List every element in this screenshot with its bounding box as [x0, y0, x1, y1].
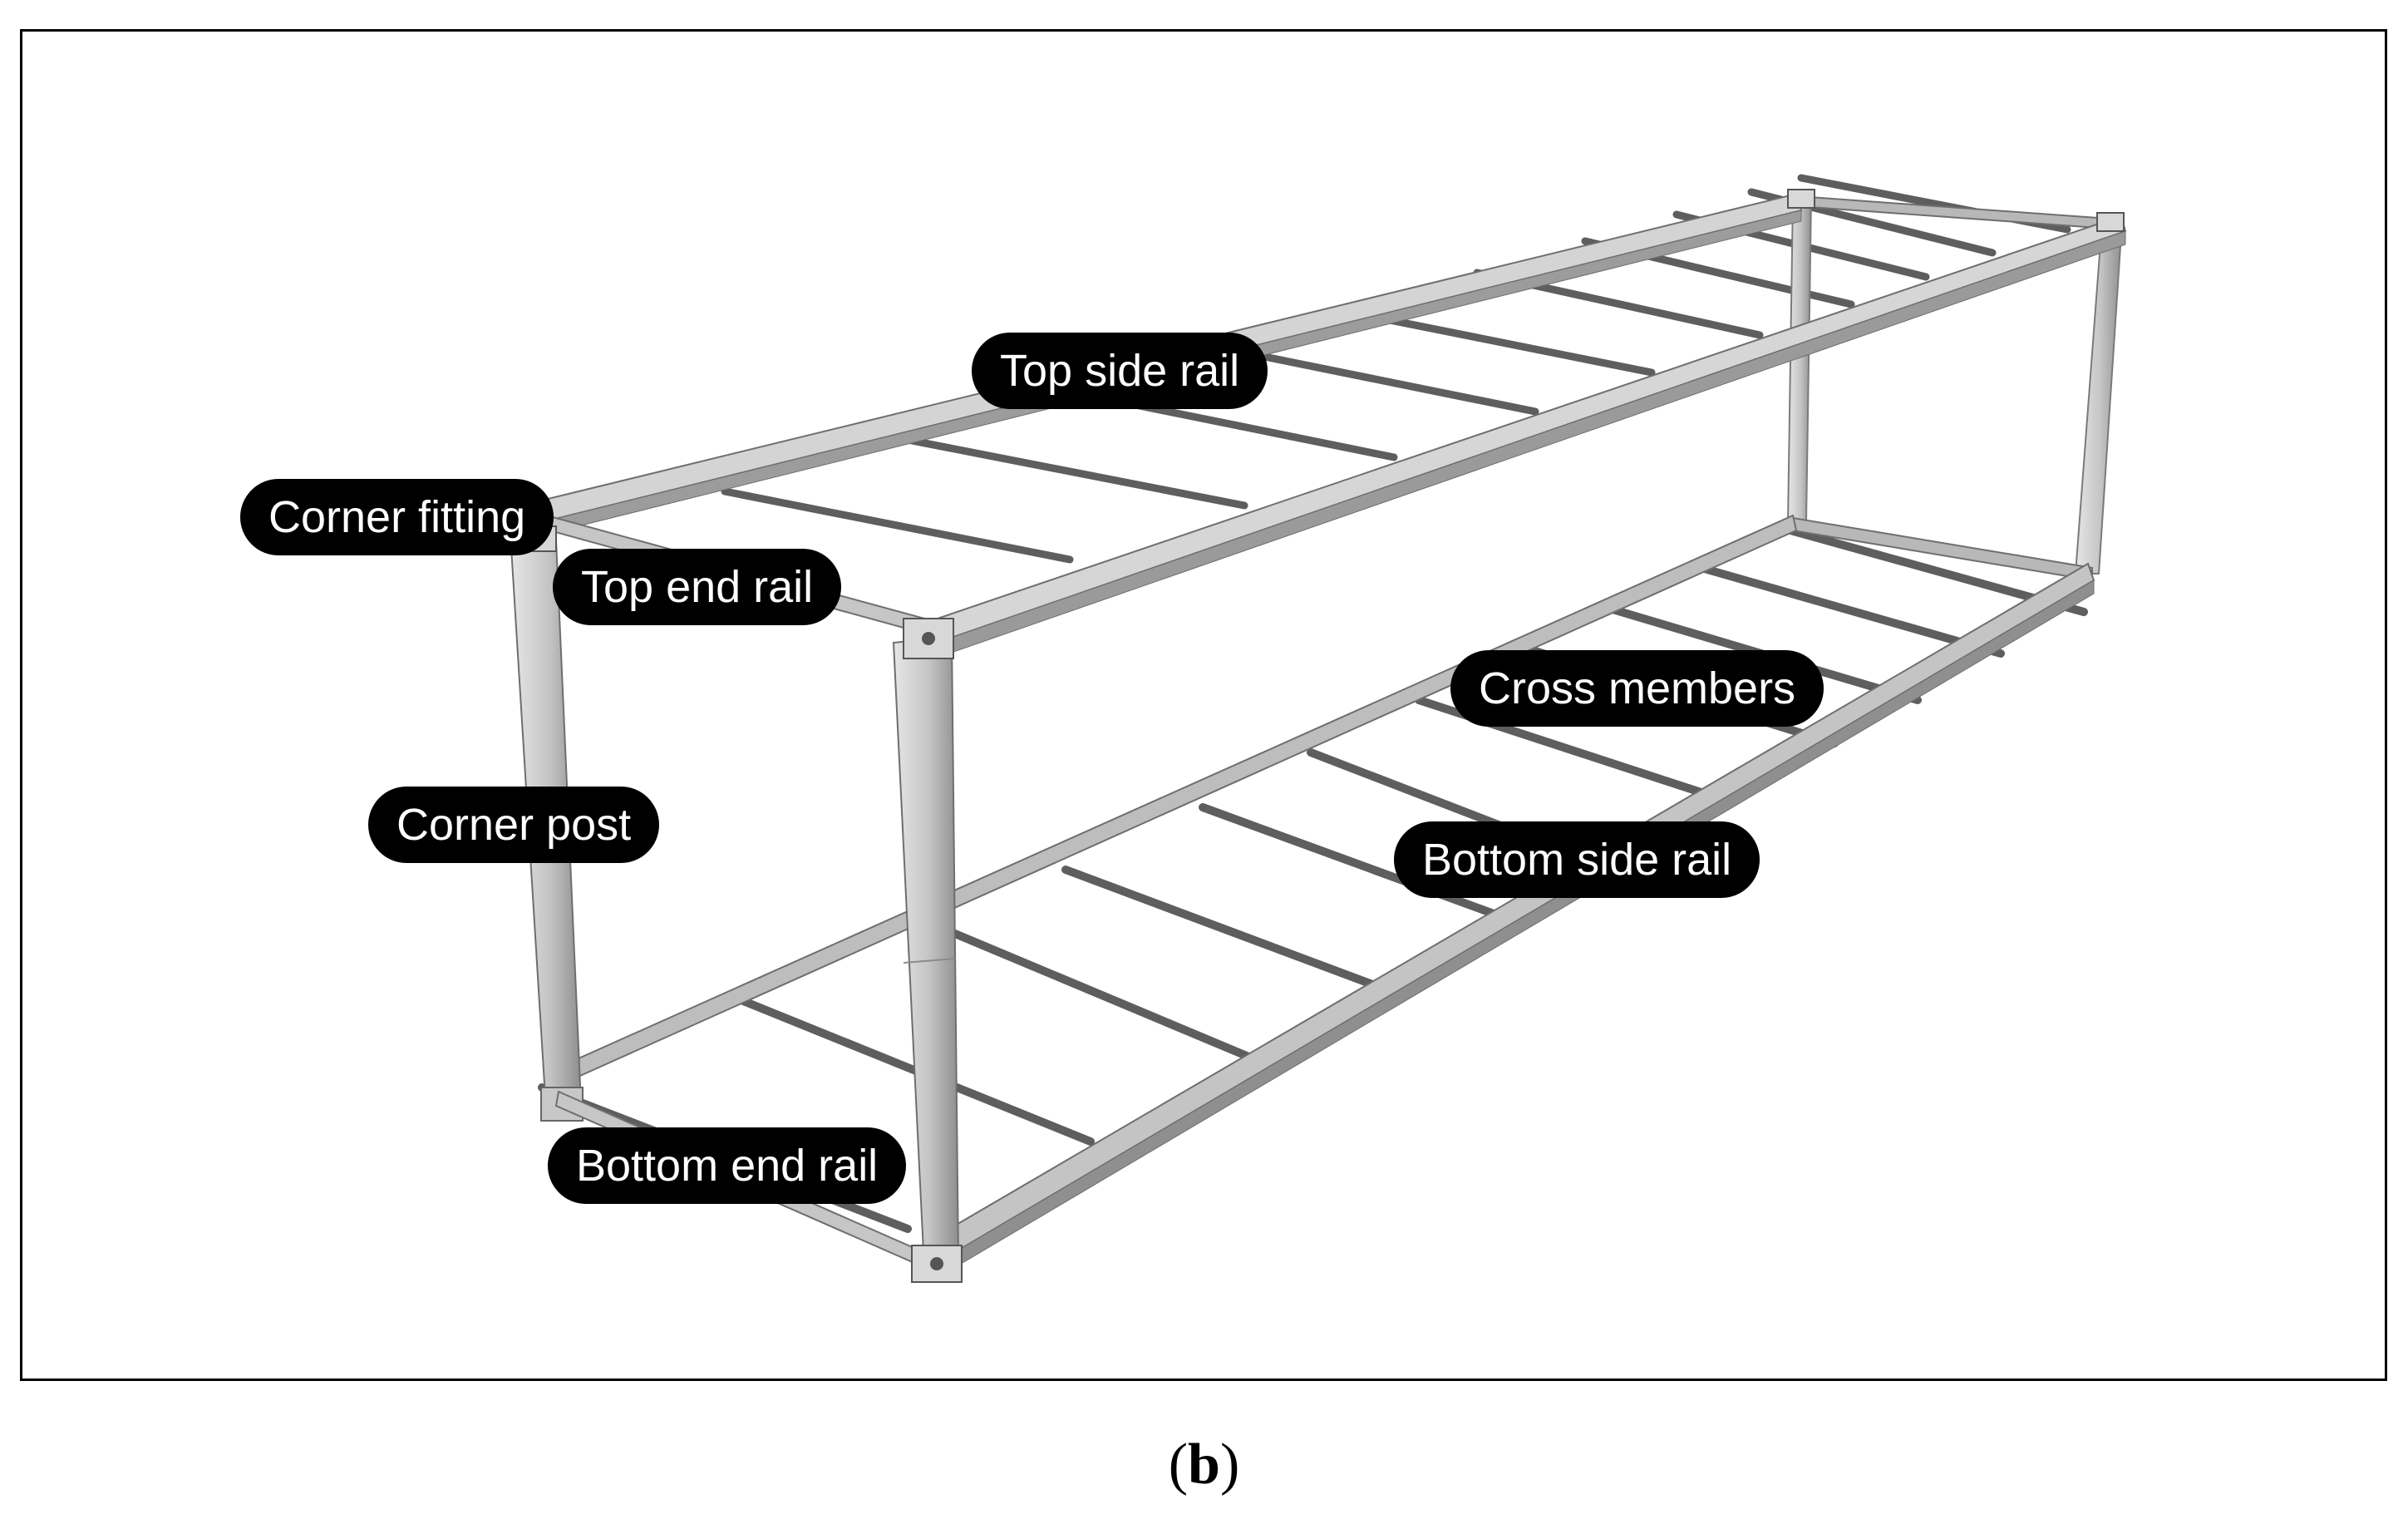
corner-fitting-rear-top — [1787, 189, 1815, 209]
bottom-cross-member — [1061, 866, 1390, 994]
label-corner-fitting: Corner fitting — [240, 479, 554, 555]
rear-corner-post-right — [2074, 220, 2124, 575]
top-cross-member — [721, 487, 1074, 564]
top-side-rail-near-face — [936, 230, 2126, 658]
bottom-cross-member — [1199, 803, 1523, 927]
top-cross-member — [1215, 343, 1539, 416]
bottom-cross-members — [538, 525, 2088, 1233]
caption-open: ( — [1168, 1433, 1189, 1497]
corner-fitting-rear-right-top — [2096, 212, 2125, 232]
figure-frame: Top side rail Corner fitting Top end rai… — [20, 29, 2387, 1381]
corner-post-seam — [903, 958, 956, 964]
label-top-side-rail: Top side rail — [972, 333, 1268, 409]
caption-letter: b — [1188, 1433, 1220, 1497]
caption-close: ) — [1219, 1433, 1240, 1497]
bottom-cross-member — [1697, 564, 2005, 658]
figure-caption: (b) — [0, 1432, 2408, 1498]
label-cross-members: Cross members — [1450, 650, 1824, 727]
label-bottom-end-rail: Bottom end rail — [548, 1127, 907, 1204]
corner-fitting-front-bottom — [911, 1245, 963, 1283]
corner-fitting-hole — [922, 632, 935, 645]
label-bottom-side-rail: Bottom side rail — [1394, 821, 1760, 898]
top-cross-members — [721, 174, 2071, 564]
label-top-end-rail: Top end rail — [553, 549, 842, 625]
top-cross-member — [899, 435, 1248, 510]
container-frame-diagram — [509, 174, 2127, 1283]
corner-fitting-hole — [930, 1257, 943, 1270]
label-corner-post: Corner post — [368, 787, 660, 863]
bottom-cross-member — [941, 925, 1257, 1063]
